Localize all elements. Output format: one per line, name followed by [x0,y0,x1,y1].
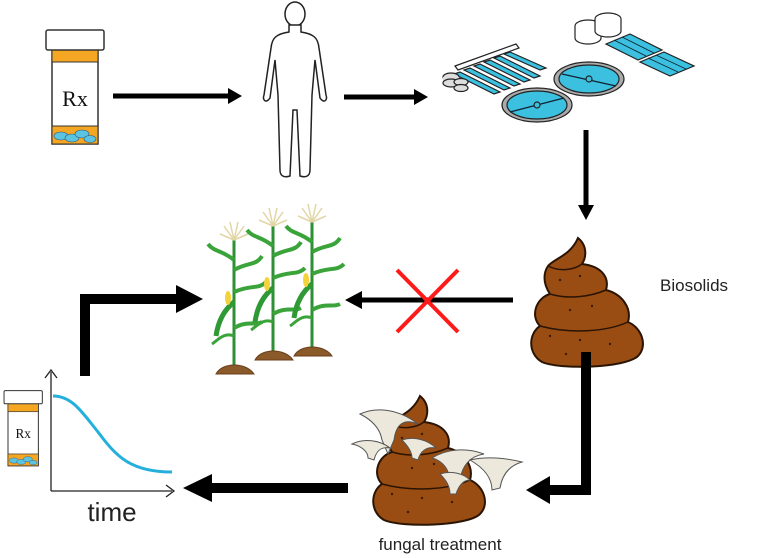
blocked-x-icon [395,268,460,334]
arrow-bottle-to-human [113,88,242,104]
corn-crops-icon [208,204,344,374]
arrow-human-to-plant [344,89,428,105]
pill-bottle-icon: Rx [45,29,105,145]
concentration-decay-curve [52,394,173,474]
y-axis-arrowhead [44,368,58,379]
biosolids-pile-icon [530,237,644,368]
arrow-plot-to-crops [80,285,203,376]
arrow-biosolids-to-fungal [526,352,591,504]
rx-label-small: Rx [15,426,31,441]
rx-label: Rx [62,86,88,111]
human-body-icon [262,1,328,178]
wastewater-treatment-plant-icon [442,12,696,123]
arrow-fungal-to-plot [183,474,348,502]
fungal-treatment-label: fungal treatment [379,535,502,554]
arrow-plant-to-biosolids [578,130,594,220]
x-axis-arrowhead [165,484,176,498]
time-axis-label: time [87,497,136,527]
blocked-arrow-biosolids-to-crops [345,291,513,309]
fungal-treatment-icon [350,395,524,526]
small-pill-bottle-icon: Rx [3,390,43,467]
biosolids-label: Biosolids [660,276,728,295]
degradation-plot: Rx time [3,368,176,527]
